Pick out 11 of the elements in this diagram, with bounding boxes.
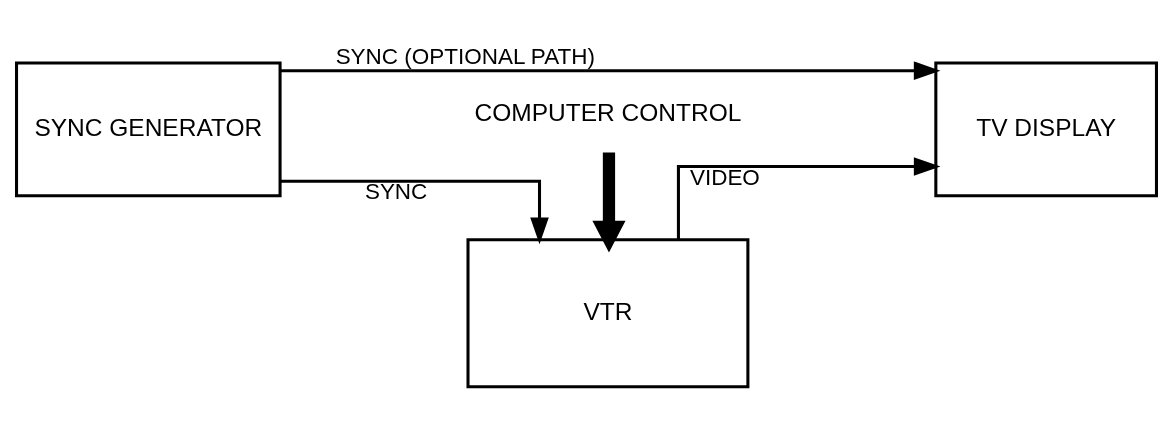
edge-label: SYNC (OPTIONAL PATH) — [335, 44, 595, 70]
arrow — [592, 152, 626, 253]
node-box: SYNC GENERATOR — [15, 61, 282, 198]
node-text: COMPUTER CONTROL — [474, 99, 742, 127]
arrow — [280, 61, 941, 80]
node-box: VTR — [466, 238, 750, 389]
arrow — [280, 179, 549, 245]
edge-label: VIDEO — [689, 164, 760, 190]
node-box: TV DISPLAY — [934, 61, 1158, 198]
arrow — [676, 157, 941, 240]
edge-label: SYNC — [364, 179, 428, 205]
